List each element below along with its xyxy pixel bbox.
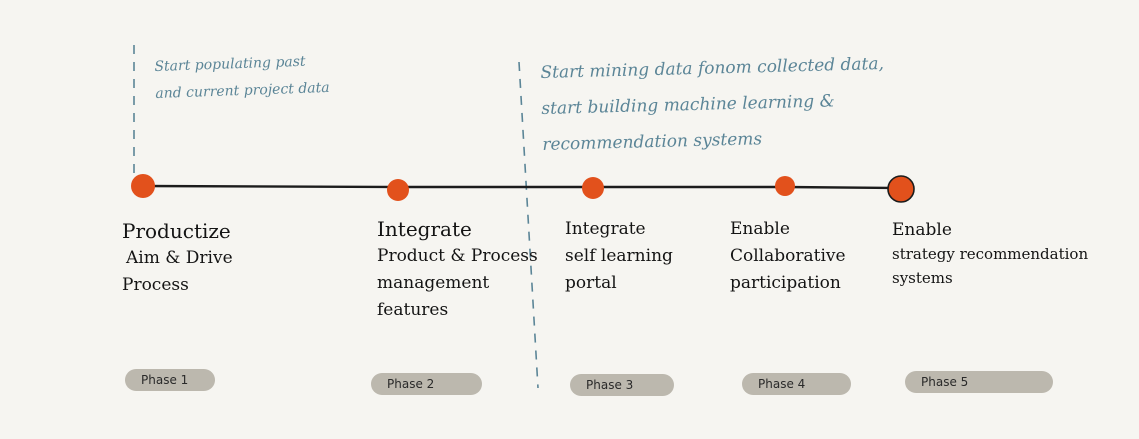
phase-pill-4: Phase 4: [742, 373, 851, 395]
stage-line: features: [377, 300, 449, 320]
phase-pill-1: Phase 1: [125, 369, 215, 391]
stage-line: strategy recommendation: [892, 245, 1089, 263]
stage-label-2: Integrate Product & Process management f…: [377, 216, 538, 324]
phase-pill-3: Phase 3: [570, 374, 674, 396]
phase-pill-5: Phase 5: [905, 371, 1053, 393]
stage-label-1: Productize Aim & Drive Process: [122, 218, 233, 299]
ml-divider-line: [518, 61, 539, 389]
stage-label-3: Integrate self learning portal: [565, 216, 673, 297]
milestone-node-4: [775, 176, 795, 196]
stage-line: Collaborative: [730, 246, 846, 266]
phase-pill-2: Phase 2: [371, 373, 482, 395]
stage-title: Integrate: [565, 219, 646, 239]
stage-line: portal: [565, 273, 617, 293]
annotation-populate-data: Start populating past and current projec…: [154, 48, 330, 108]
stage-title: Integrate: [377, 217, 472, 241]
annotation-mining-data: Start mining data fonom collected data, …: [540, 46, 886, 163]
stage-title: Productize: [122, 219, 231, 243]
milestone-node-2: [387, 179, 409, 201]
stage-line: systems: [892, 269, 953, 287]
stage-line: Product & Process: [377, 246, 538, 266]
stage-line: self learning: [565, 246, 673, 266]
stage-label-5: Enable strategy recommendation systems: [892, 218, 1088, 290]
stage-title: Enable: [730, 219, 790, 239]
stage-line: participation: [730, 273, 841, 293]
milestone-node-1: [131, 174, 155, 198]
milestone-node-5: [887, 175, 915, 203]
milestone-node-3: [582, 177, 604, 199]
stage-title: Enable: [892, 220, 952, 240]
stage-label-4: Enable Collaborative participation: [730, 216, 846, 297]
stage-line: Aim & Drive: [126, 248, 233, 268]
stage-line: Process: [122, 275, 189, 295]
stage-line: management: [377, 273, 490, 293]
